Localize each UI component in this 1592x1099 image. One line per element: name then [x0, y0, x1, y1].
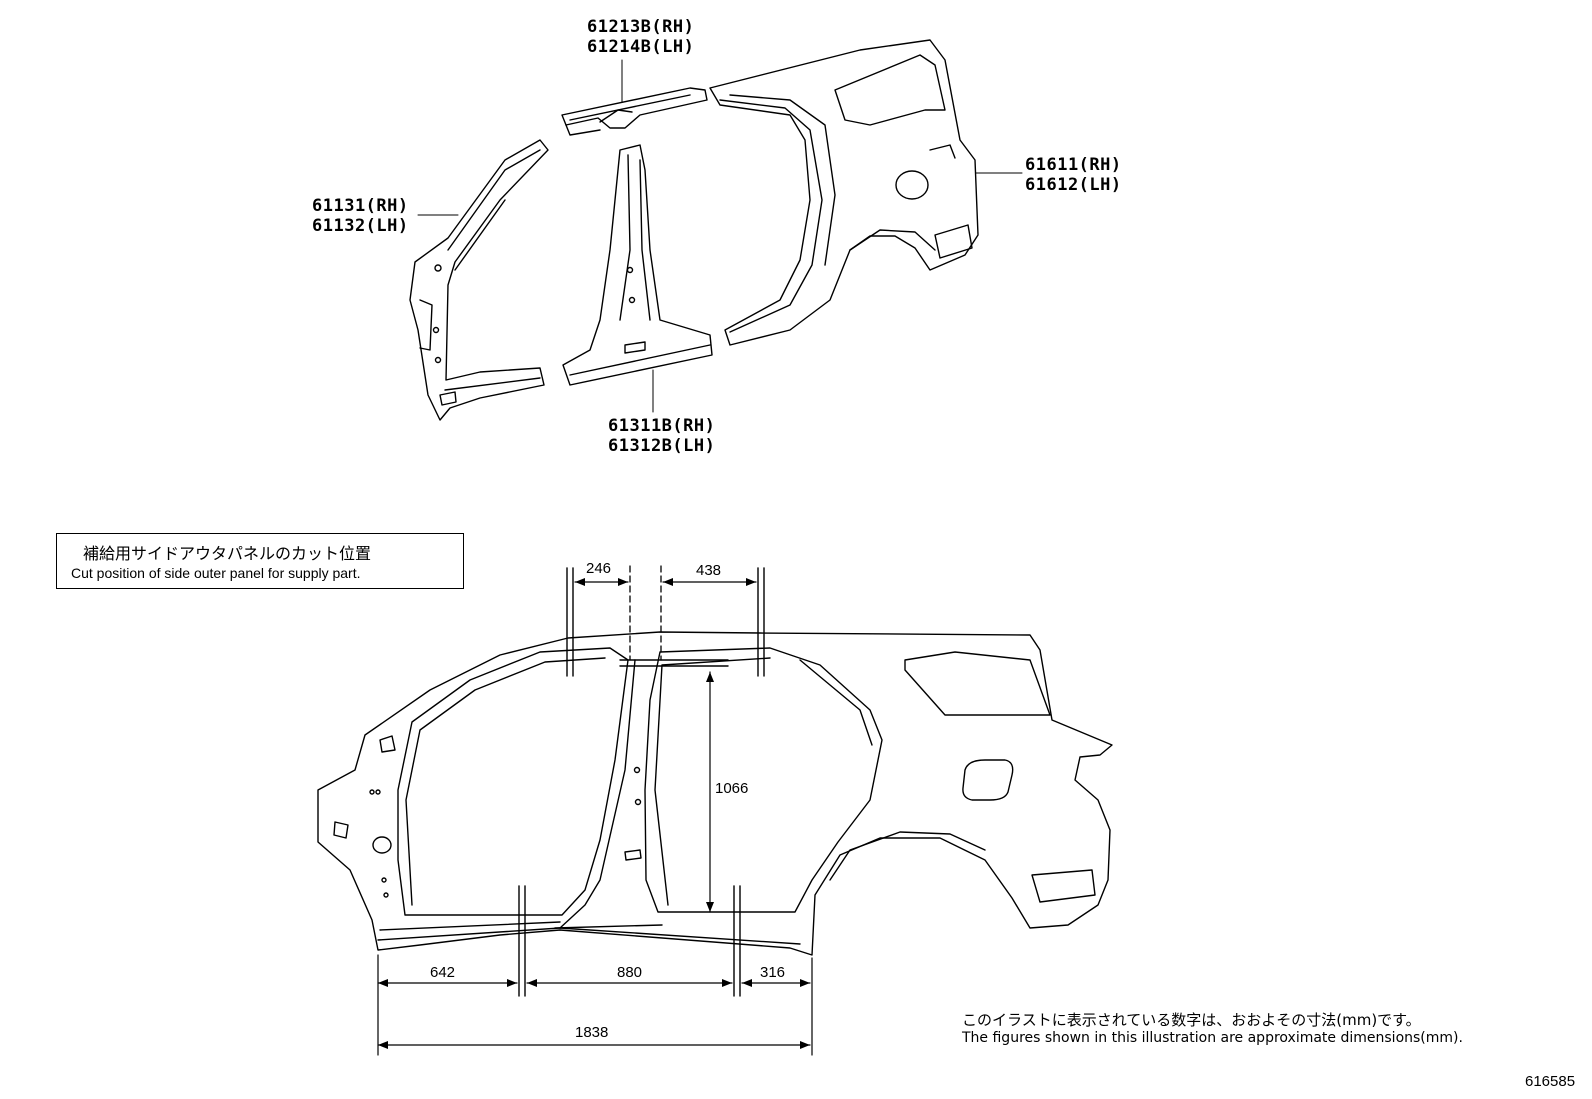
dimension-246: 246: [584, 560, 614, 577]
dimension-1066: 1066: [713, 780, 751, 797]
illustration-id: 616585: [1525, 1073, 1576, 1090]
part-number-61611[interactable]: 61611(RH): [1025, 155, 1122, 175]
part-label-front-pillar[interactable]: 61131(RH) 61132(LH): [312, 196, 409, 236]
reference-lines: [629, 565, 662, 661]
part-number-61612[interactable]: 61612(LH): [1025, 175, 1122, 195]
note-english: Cut position of side outer panel for sup…: [71, 565, 361, 581]
dimension-1838: 1838: [573, 1024, 611, 1041]
footer-note-english: The figures shown in this illustration a…: [962, 1030, 1463, 1046]
footer-note-japanese: このイラストに表示されている数字は、おおよその寸法(mm)です。: [962, 1011, 1421, 1029]
note-japanese: 補給用サイドアウタパネルのカット位置: [83, 544, 372, 563]
dimension-642: 642: [428, 964, 458, 981]
roof-side-rail-part: [561, 87, 708, 136]
part-label-roof-side[interactable]: 61213B(RH) 61214B(LH): [587, 17, 694, 57]
cut-lines: [518, 567, 765, 997]
arrow-heads: [378, 578, 810, 1049]
part-label-center-pillar[interactable]: 61311B(RH) 61312B(LH): [608, 416, 715, 456]
part-number-61131[interactable]: 61131(RH): [312, 196, 409, 216]
part-label-quarter-panel[interactable]: 61611(RH) 61612(LH): [1025, 155, 1122, 195]
part-number-61311b[interactable]: 61311B(RH): [608, 416, 716, 436]
dimension-arrows: [377, 581, 813, 1056]
part-number-61213b[interactable]: 61213B(RH): [587, 17, 695, 37]
dimension-316: 316: [758, 964, 788, 981]
dimension-880: 880: [615, 964, 645, 981]
part-number-61214b[interactable]: 61214B(LH): [587, 37, 695, 57]
part-number-61132[interactable]: 61132(LH): [312, 216, 409, 236]
side-outer-panel-assembled: [317, 631, 1113, 956]
front-pillar-part: [409, 139, 549, 421]
center-pillar-part: [562, 144, 713, 386]
quarter-panel-part: [709, 39, 979, 346]
part-number-61312b[interactable]: 61312B(LH): [608, 436, 716, 456]
dimension-438: 438: [694, 562, 724, 579]
cut-position-note: 補給用サイドアウタパネルのカット位置 Cut position of side …: [56, 533, 464, 589]
